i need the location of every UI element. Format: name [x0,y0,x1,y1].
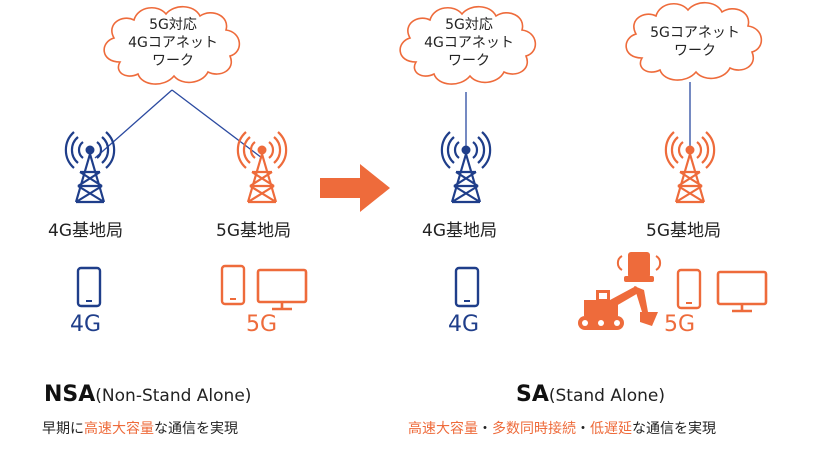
nsa-4g-station-label: 4G基地局 [48,221,123,241]
sa-5g-label: 5G [664,312,696,337]
cloud-line: ワーク [152,53,194,69]
nsa-5g-label: 5G [246,312,278,337]
sa-4g-label: 4G [448,312,480,337]
cell-tower-icon [64,130,116,204]
sa-caption-title: SA(Stand Alone) [516,382,665,407]
nsa-title-paren: (Non-Stand Alone) [95,386,252,406]
sa-cloud-5g-label: 5Gコアネット ワーク [634,24,756,60]
smartphone-icon [454,266,480,308]
nsa-title: NSA [44,382,96,407]
nsa-link-4g [94,89,173,159]
monitor-icon [256,268,308,311]
caption-text: な通信を実現 [154,421,238,437]
caption-highlight: 多数同時接続 [492,421,576,437]
nsa-4g-label: 4G [70,312,102,337]
sa-title: SA [516,382,549,407]
caption-text: 早期に [42,421,84,437]
nsa-caption-sub: 早期に高速大容量な通信を実現 [42,418,238,438]
cloud-line: ワーク [674,43,716,59]
caption-separator: ・ [478,421,492,437]
iot-sensor-icon [616,252,662,282]
cell-tower-icon [236,130,288,204]
nsa-link-5g [171,89,263,159]
sa-4g-station-label: 4G基地局 [422,221,497,241]
nsa-5g-station-label: 5G基地局 [216,221,291,241]
caption-highlight: 高速大容量 [84,421,154,437]
sa-title-paren: (Stand Alone) [548,386,665,406]
cloud-line: 4Gコアネット [128,35,218,51]
cloud-line: 4Gコアネット [424,35,514,51]
caption-highlight: 高速大容量 [408,421,478,437]
smartphone-icon [76,266,102,308]
monitor-icon [716,270,768,313]
cloud-line: 5G対応 [149,17,197,33]
sa-5g-station-label: 5G基地局 [646,221,721,241]
caption-separator: ・ [576,421,590,437]
cloud-line: ワーク [448,53,490,69]
cloud-line: 5Gコアネット [650,25,740,41]
sa-cloud-4g-label: 5G対応 4Gコアネット ワーク [408,16,530,70]
smartphone-icon [676,268,702,310]
nsa-caption-title: NSA(Non-Stand Alone) [44,382,251,407]
nsa-cloud-label: 5G対応 4Gコアネット ワーク [112,16,234,70]
right-arrow-icon [320,164,390,212]
excavator-icon [578,286,658,330]
sa-caption-sub: 高速大容量・多数同時接続・低遅延な通信を実現 [408,418,716,438]
cloud-line: 5G対応 [445,17,493,33]
caption-highlight: 低遅延 [590,421,632,437]
caption-text: な通信を実現 [632,421,716,437]
smartphone-icon [220,264,246,306]
